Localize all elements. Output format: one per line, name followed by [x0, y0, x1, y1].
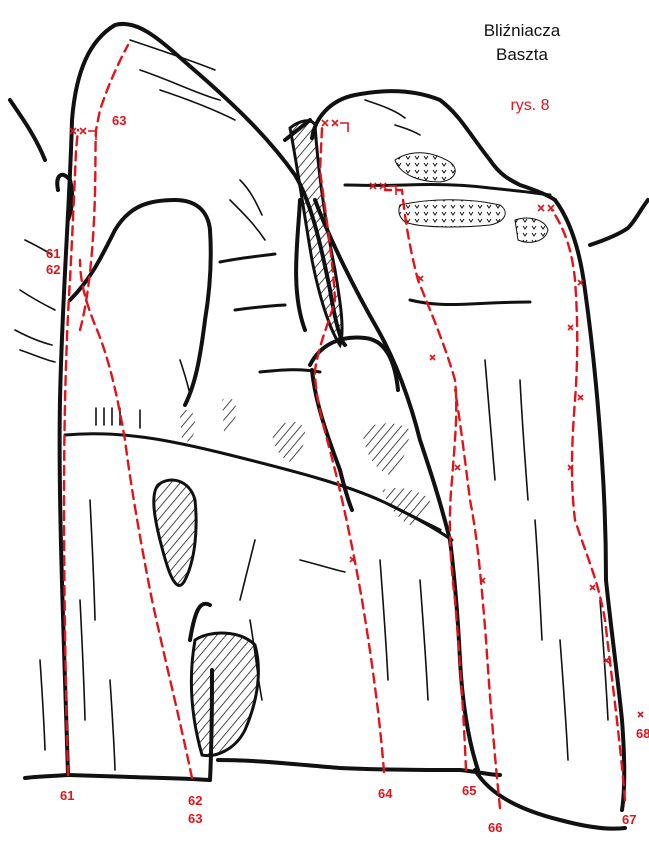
route-lines: [64, 45, 625, 808]
route-label-61: 61: [60, 788, 74, 803]
route-label-62-side: 62: [46, 262, 60, 277]
crag-title-line2: Baszta: [496, 45, 549, 64]
crag-title-line1: Bliźniacza: [484, 21, 561, 40]
belay-markers: [70, 120, 643, 717]
route-label-63: 63: [188, 811, 202, 826]
route-65-line: [385, 190, 466, 770]
route-label-63-top: 63: [112, 113, 126, 128]
route-label-61-side: 61: [46, 246, 60, 261]
route-label-68: 68: [636, 726, 649, 741]
route-67-line: [552, 210, 625, 800]
shaded-rock-areas: [154, 121, 548, 756]
route-label-67: 67: [622, 812, 636, 827]
route-label-65: 65: [462, 783, 476, 798]
rock-outline: [10, 24, 648, 829]
route-label-66: 66: [488, 820, 502, 835]
route-63-line: [80, 45, 128, 330]
route-label-62: 62: [188, 793, 202, 808]
figure-label: rys. 8: [510, 97, 549, 114]
route-label-64: 64: [378, 786, 393, 801]
